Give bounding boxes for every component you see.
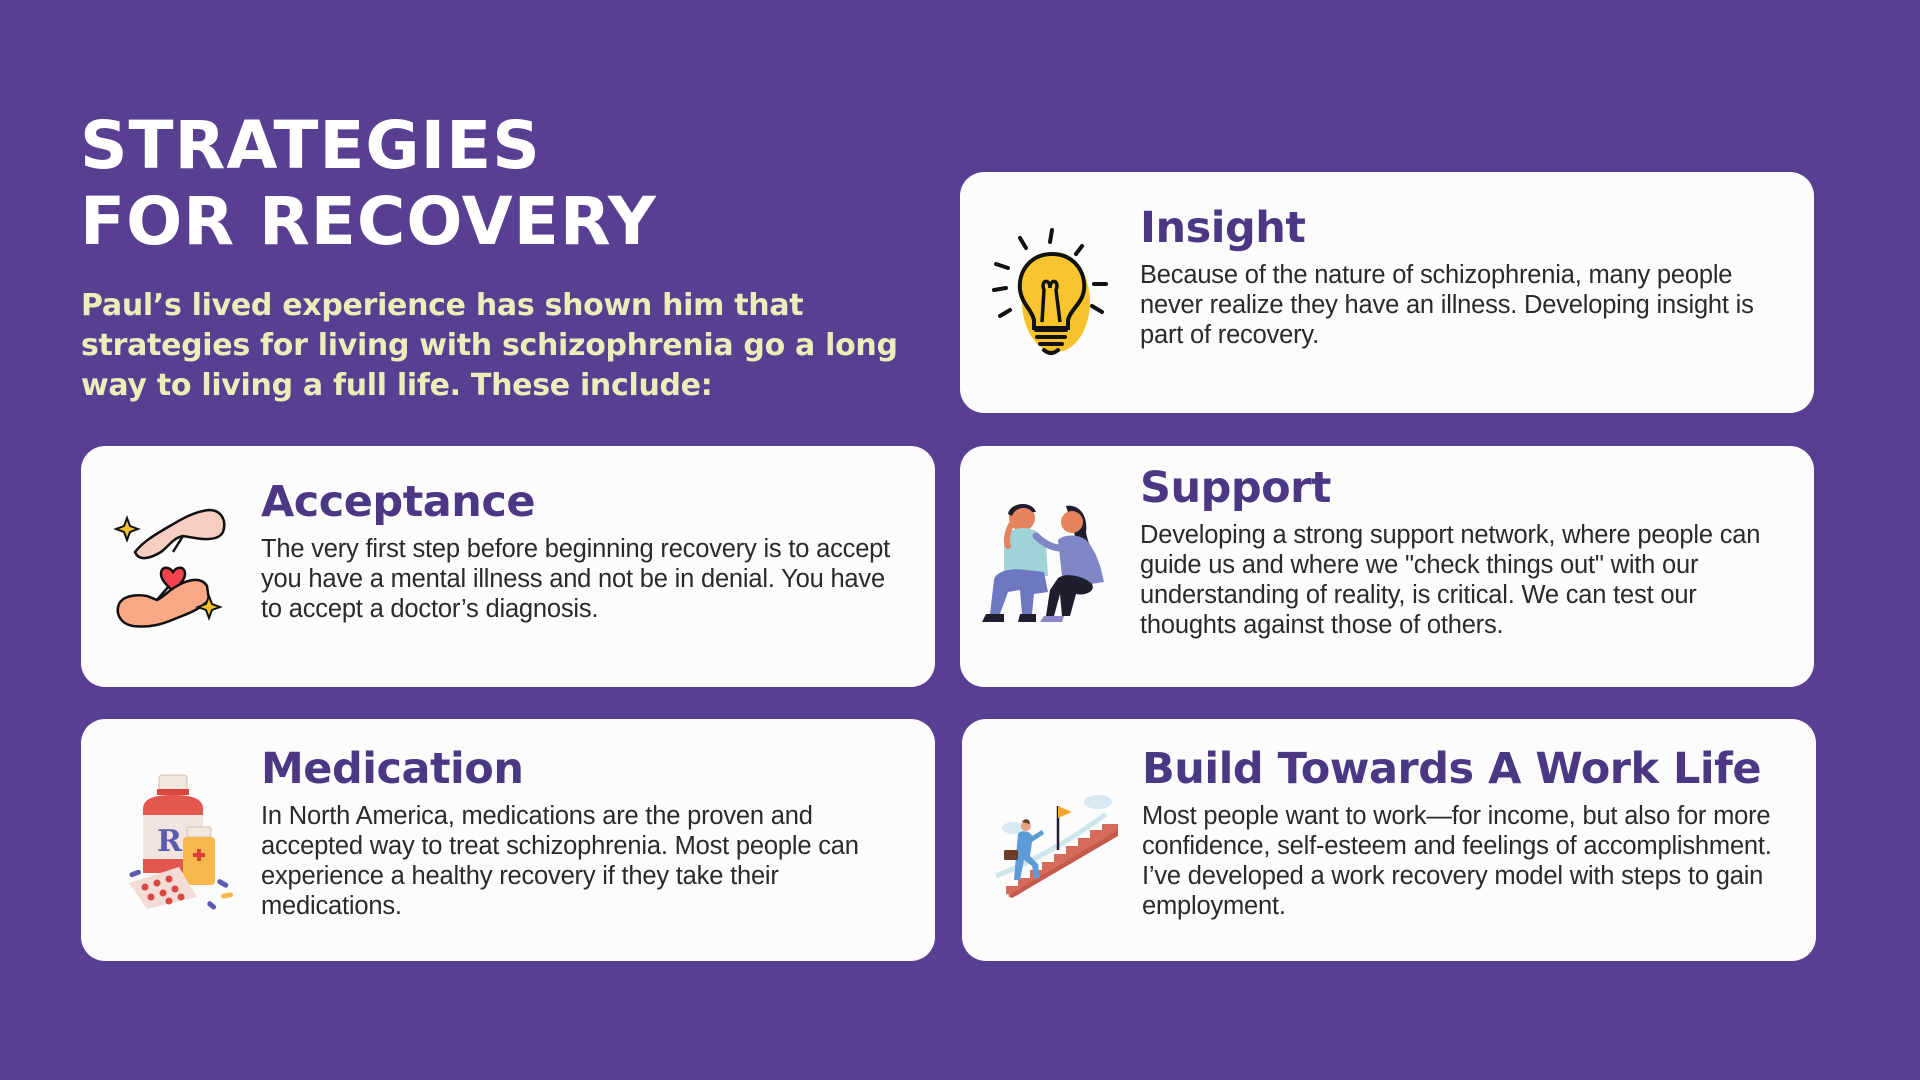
card-body: In North America, medications are the pr… xyxy=(261,802,859,920)
card-insight: Insight Because of the nature of schizop… xyxy=(960,172,1814,413)
card-content: Medication In North America, medications… xyxy=(261,743,911,921)
card-body: Most people want to work—for income, but… xyxy=(1142,802,1772,920)
card-heading: Insight xyxy=(1140,203,1306,253)
card-body: Because of the nature of schizophrenia, … xyxy=(1140,261,1754,349)
card-support: Support Developing a strong support netw… xyxy=(960,446,1814,687)
card-heading: Acceptance xyxy=(261,477,536,527)
card-acceptance: Acceptance The very first step before be… xyxy=(81,446,935,687)
medication-bottles-pills-icon: R xyxy=(121,771,241,911)
card-content: Support Developing a strong support netw… xyxy=(1140,462,1790,640)
card-content: Build Towards A Work Life Most people wa… xyxy=(1142,743,1792,921)
card-content: Insight Because of the nature of schizop… xyxy=(1140,202,1790,350)
card-heading: Support xyxy=(1140,463,1331,513)
card-content: Acceptance The very first step before be… xyxy=(261,476,911,624)
card-medication: R Medication In North America, medicatio… xyxy=(81,719,935,961)
card-heading: Medication xyxy=(261,744,524,794)
climbing-stairs-flag-icon xyxy=(986,784,1126,904)
lightbulb-icon xyxy=(990,224,1114,360)
card-body: Developing a strong support network, whe… xyxy=(1140,521,1761,639)
caring-hands-heart-icon xyxy=(113,496,233,636)
two-people-comforting-icon xyxy=(974,496,1124,636)
intro-subtitle: Paul’s lived experience has shown him th… xyxy=(81,288,898,403)
card-body: The very first step before beginning rec… xyxy=(261,535,891,623)
title-line-1: STRATEGIES xyxy=(80,107,541,184)
page-title: STRATEGIES FOR RECOVERY xyxy=(80,108,657,260)
card-heading: Build Towards A Work Life xyxy=(1142,744,1762,794)
svg-text:R: R xyxy=(157,824,183,859)
card-work-life: Build Towards A Work Life Most people wa… xyxy=(962,719,1816,961)
title-line-2: FOR RECOVERY xyxy=(80,183,657,260)
